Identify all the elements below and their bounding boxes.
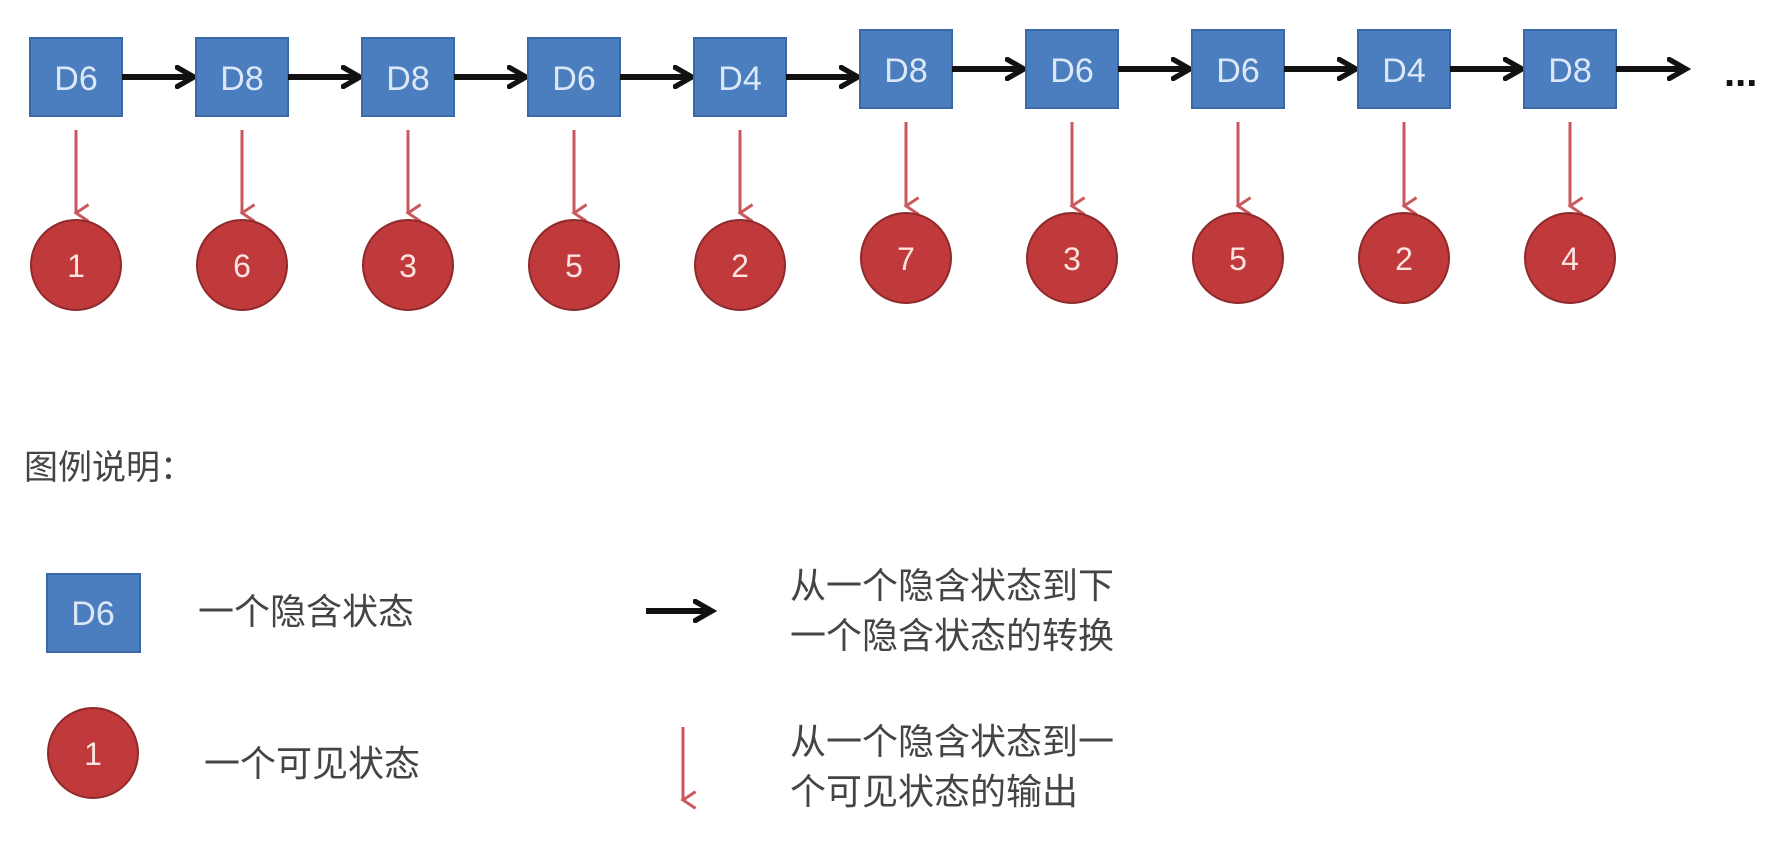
legend-transition-desc-line2: 一个隐含状态的转换: [790, 616, 1115, 657]
observed-state-circle: [1358, 212, 1450, 304]
hidden-state-box: [859, 29, 953, 109]
hidden-state-label: D8: [220, 60, 263, 98]
observed-state-label: 3: [1063, 241, 1081, 277]
hidden-state-label: D8: [386, 60, 429, 98]
continuation-ellipsis: ...: [1724, 51, 1757, 95]
state-chain: D6 1 D8 6 D8 3 D6 5 D4 2 D8 7 D6 3 D6 5 D4 2 D8 4...: [29, 29, 1757, 311]
hidden-state-box: [527, 37, 621, 117]
observed-state-circle: [1192, 212, 1284, 304]
hidden-state-label: D8: [884, 52, 927, 90]
hidden-state-box: [1357, 29, 1451, 109]
legend-hidden-desc: 一个隐含状态: [198, 592, 415, 633]
observed-state-circle: [30, 219, 122, 311]
legend-hidden-state-label: D6: [71, 595, 114, 633]
observed-state-circle: [1026, 212, 1118, 304]
observed-state-label: 5: [565, 248, 583, 284]
legend-title: 图例说明：: [24, 448, 194, 488]
observed-state-label: 1: [67, 248, 85, 284]
observed-state-circle: [196, 219, 288, 311]
legend-observed-desc: 一个可见状态: [204, 744, 421, 785]
observed-state-label: 3: [399, 248, 417, 284]
observed-state-label: 2: [731, 248, 749, 284]
hidden-state-label: D6: [552, 60, 595, 98]
hidden-state-box: [1523, 29, 1617, 109]
legend-graphics: D6 1: [46, 573, 712, 810]
hidden-state-label: D6: [1216, 52, 1259, 90]
legend-observed-state-circle: [47, 707, 139, 799]
hidden-state-label: D4: [718, 60, 761, 98]
observed-state-label: 6: [233, 248, 251, 284]
legend-hidden-state-box: [46, 573, 141, 653]
observed-state-circle: [860, 212, 952, 304]
hidden-state-box: [1191, 29, 1285, 109]
hidden-state-label: D8: [1548, 52, 1591, 90]
hidden-state-label: D4: [1382, 52, 1425, 90]
legend-observed-state-label: 1: [84, 736, 102, 772]
observed-state-circle: [528, 219, 620, 311]
hidden-state-box: [693, 37, 787, 117]
observed-state-label: 4: [1561, 241, 1579, 277]
hidden-state-box: [29, 37, 123, 117]
observed-state-label: 2: [1395, 241, 1413, 277]
observed-state-circle: [362, 219, 454, 311]
legend-emission-desc-line2: 个可见状态的输出: [790, 772, 1079, 813]
observed-state-label: 5: [1229, 241, 1247, 277]
hidden-state-label: D6: [1050, 52, 1093, 90]
hidden-state-box: [361, 37, 455, 117]
observed-state-label: 7: [897, 241, 915, 277]
hidden-state-label: D6: [54, 60, 97, 98]
observed-state-circle: [694, 219, 786, 311]
legend-emission-desc-line1: 从一个隐含状态到一: [790, 722, 1115, 763]
legend-transition-desc-line1: 从一个隐含状态到下: [790, 566, 1115, 607]
observed-state-circle: [1524, 212, 1616, 304]
